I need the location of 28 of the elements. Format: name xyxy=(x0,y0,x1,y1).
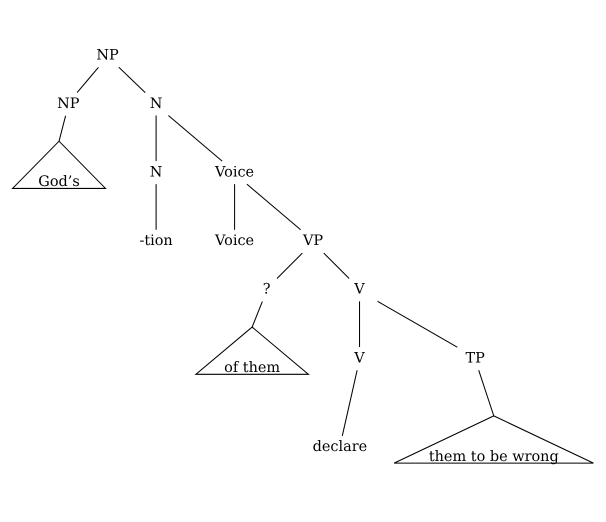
connector xyxy=(323,252,350,278)
node-text: N xyxy=(150,164,162,180)
connector xyxy=(118,66,146,92)
connector xyxy=(359,300,360,346)
node-text: NP xyxy=(96,46,119,63)
connector xyxy=(478,370,494,416)
node-text: VP xyxy=(303,232,324,249)
node-text: declare xyxy=(312,438,368,455)
connector xyxy=(58,115,66,141)
node-text: Voice xyxy=(215,164,254,180)
connector xyxy=(342,370,358,436)
connector xyxy=(156,184,157,230)
connector xyxy=(252,300,263,327)
connector xyxy=(234,184,236,230)
connector xyxy=(276,252,303,278)
node-text: TP xyxy=(466,350,485,366)
node-text: V xyxy=(354,350,365,366)
node-text: N xyxy=(150,95,162,112)
node-text: Voice xyxy=(215,232,254,249)
connector xyxy=(168,114,222,161)
node-text: V xyxy=(354,281,365,298)
connector xyxy=(246,183,301,230)
node-text: -tion xyxy=(139,232,173,249)
connector xyxy=(76,66,99,92)
connector xyxy=(377,300,458,348)
node-text: NP xyxy=(57,95,80,112)
connector xyxy=(156,114,157,161)
node-text: ? xyxy=(262,281,270,298)
